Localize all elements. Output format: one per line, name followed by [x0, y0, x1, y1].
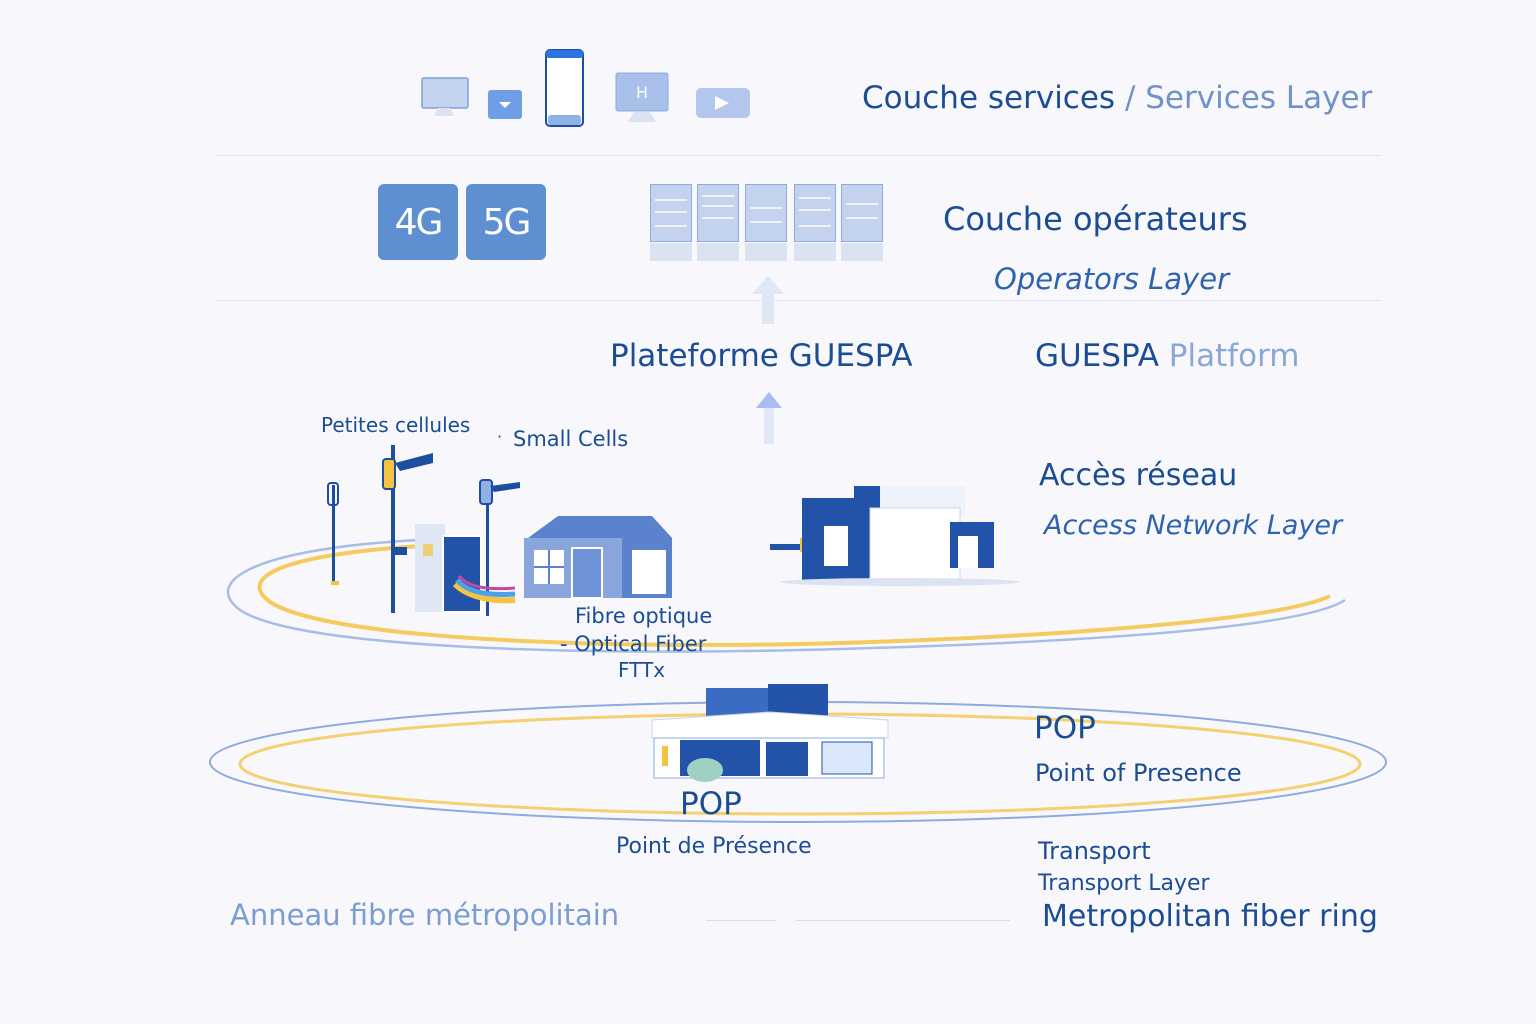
tablet-download-icon — [488, 90, 522, 119]
server-panel — [794, 184, 836, 261]
tv-monitor-icon: H — [615, 72, 669, 122]
small-cell-antenna-icon — [479, 479, 520, 616]
pop-right-label-en: Point of Presence — [1035, 759, 1242, 787]
operators-layer-title-fr: Couche opérateurs — [943, 200, 1248, 238]
fiber-cabinet-icon — [415, 524, 516, 613]
small-cells-separator: · — [497, 427, 503, 446]
pop-center-label: POP — [680, 786, 742, 822]
layer-divider — [216, 155, 1380, 156]
office-building-icon — [770, 486, 1020, 586]
services-layer-title-en: Services Layer — [1145, 80, 1373, 116]
access-layer-title-fr: Accès réseau — [1039, 458, 1238, 493]
platform-title-en-light: Platform — [1168, 338, 1300, 374]
server-panel — [745, 184, 787, 261]
server-panel — [697, 184, 739, 261]
fiber-tech-label: FTTx — [618, 658, 666, 682]
badge-4g: 4G — [378, 184, 458, 260]
desktop-monitor-icon — [421, 77, 469, 116]
badge-5g: 5G — [466, 184, 546, 260]
services-layer-title: Couche services / Services Layer — [862, 80, 1372, 116]
video-play-icon — [696, 88, 750, 118]
transport-label: Transport — [1038, 837, 1151, 865]
fiber-label-en: - Optical Fiber — [560, 632, 707, 656]
platform-title-fr: Plateforme GUESPA — [610, 338, 913, 374]
smartphone-icon — [545, 49, 584, 127]
up-arrow-icon — [756, 392, 782, 444]
layer-divider — [216, 300, 1380, 301]
metro-ring-label-fr: Anneau fibre métropolitain — [230, 898, 620, 932]
svg-text:H: H — [636, 83, 648, 102]
metro-ring-label-en: Metropolitan fiber ring — [1042, 899, 1378, 934]
platform-title-en-strong: GUESPA — [1035, 338, 1159, 374]
platform-title-en: GUESPA Platform — [1035, 338, 1300, 374]
operators-layer-title-en: Operators Layer — [994, 262, 1229, 296]
server-panel — [841, 184, 883, 261]
pop-building-icon — [651, 684, 889, 782]
small-cells-label-fr: Petites cellules — [321, 413, 471, 437]
small-cell-antenna-icon — [382, 445, 433, 613]
small-cells-label-en: Small Cells — [513, 427, 629, 451]
access-layer-title-en: Access Network Layer — [1044, 510, 1343, 541]
transport-layer-label: Transport Layer — [1038, 871, 1210, 896]
services-layer-separator: / — [1124, 80, 1136, 116]
pop-center-label-fr: Point de Présence — [616, 834, 812, 859]
server-panel — [650, 184, 692, 261]
small-cell-antenna-icon — [327, 482, 339, 585]
building-house-icon — [524, 516, 672, 599]
ring-connector-line — [796, 920, 1010, 921]
pop-right-label: POP — [1034, 710, 1096, 746]
fiber-label-fr: Fibre optique — [575, 604, 713, 628]
services-layer-title-fr: Couche services — [862, 80, 1116, 116]
ring-connector-line — [706, 920, 776, 921]
